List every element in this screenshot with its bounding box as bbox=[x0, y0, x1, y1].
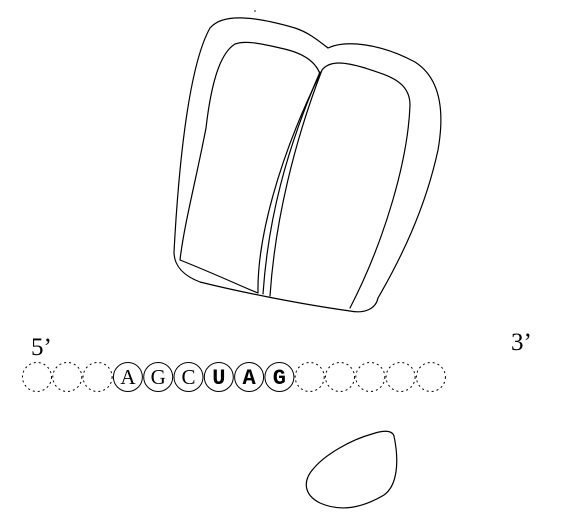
small-dot-marker bbox=[254, 10, 256, 12]
nucleotide-circle bbox=[203, 362, 234, 392]
release-factor-left-lobe bbox=[179, 41, 321, 294]
nucleotide-base: C bbox=[181, 365, 195, 389]
empty-nucleotide-slot bbox=[52, 362, 83, 392]
nucleotide-circle bbox=[234, 362, 265, 392]
empty-nucleotide-slot bbox=[294, 362, 325, 392]
release-factor-center-stalk bbox=[262, 71, 321, 295]
small-subunit-shape bbox=[305, 430, 398, 509]
nucleotide-circle bbox=[173, 362, 204, 392]
stop-codon-base: G bbox=[273, 366, 286, 391]
empty-nucleotide-slot bbox=[355, 362, 386, 392]
empty-nucleotide-slot bbox=[415, 362, 446, 392]
release-factor-shape bbox=[173, 10, 442, 313]
release-factor-right-lobe bbox=[269, 62, 411, 309]
release-factor-outer-outline bbox=[173, 17, 442, 313]
empty-nucleotide-slot bbox=[385, 362, 416, 392]
stop-codon-base: U bbox=[212, 366, 225, 391]
empty-nucleotide-slot bbox=[325, 362, 355, 392]
empty-nucleotide-slot bbox=[22, 362, 52, 392]
nucleotide-circle bbox=[143, 362, 174, 392]
nucleotide-base: G bbox=[151, 365, 166, 389]
nucleotide-base: A bbox=[120, 365, 136, 389]
stop-codon-base: A bbox=[242, 366, 256, 391]
three-prime-label: 3’ bbox=[511, 329, 532, 356]
nucleotide-circle bbox=[264, 362, 295, 392]
empty-nucleotide-slot bbox=[82, 362, 113, 392]
five-prime-label: 5’ bbox=[31, 334, 52, 361]
nucleotide-circle bbox=[112, 362, 143, 392]
